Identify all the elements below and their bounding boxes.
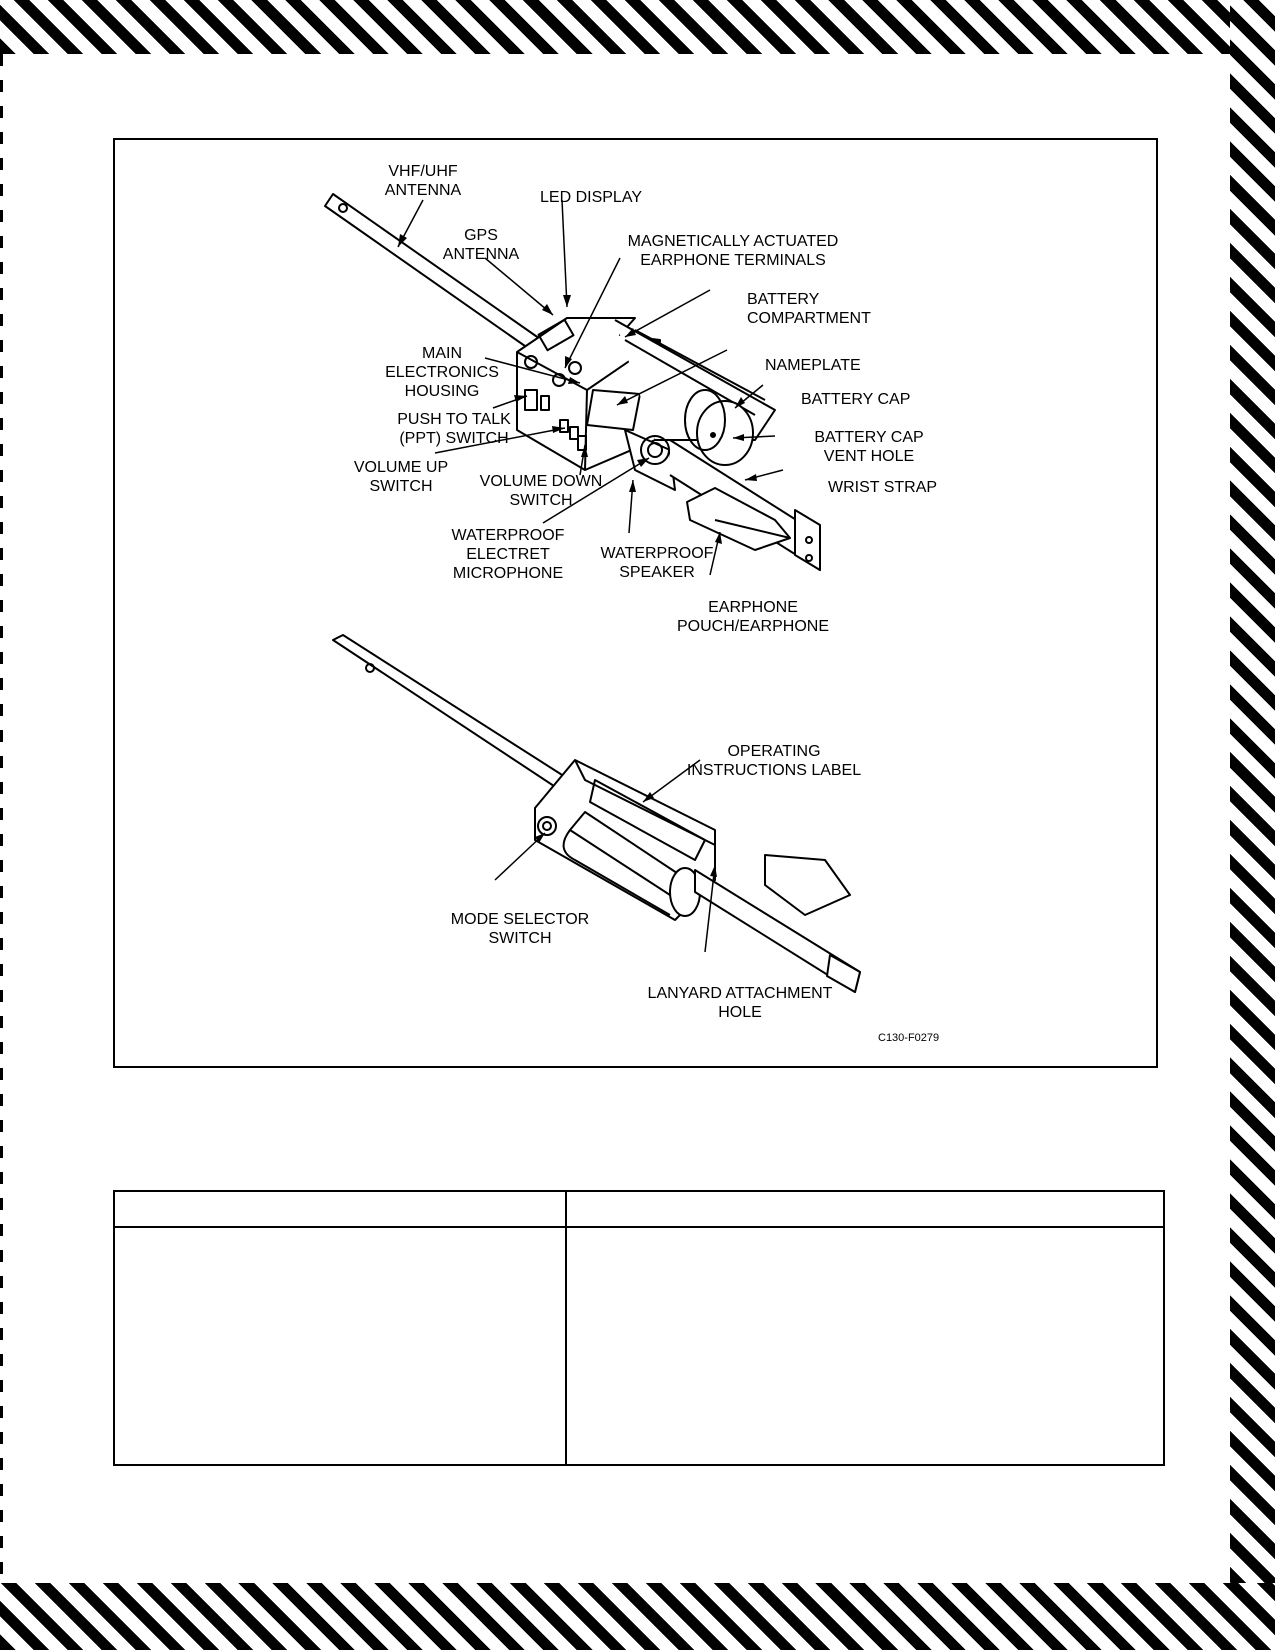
figure-id: C130-F0279 [878,1032,940,1044]
label-ptt-switch: PUSH TO TALK(PPT) SWITCH [397,411,511,447]
hazard-stripe-right [1230,0,1275,1650]
radio-illustration [324,193,861,993]
hazard-stripe-top [0,0,1275,54]
hazard-stripe-bottom [0,1583,1275,1650]
label-wrist-strap: WRIST STRAP [828,479,938,496]
label-battery-cap: BATTERY CAP [801,391,911,408]
label-nameplate: NAMEPLATE [765,357,861,374]
table-column-divider [565,1192,567,1464]
label-led-display: LED DISPLAY [540,189,642,206]
table [113,1190,1165,1466]
table-header-divider [115,1226,1163,1228]
dashed-left-border [0,54,3,1583]
